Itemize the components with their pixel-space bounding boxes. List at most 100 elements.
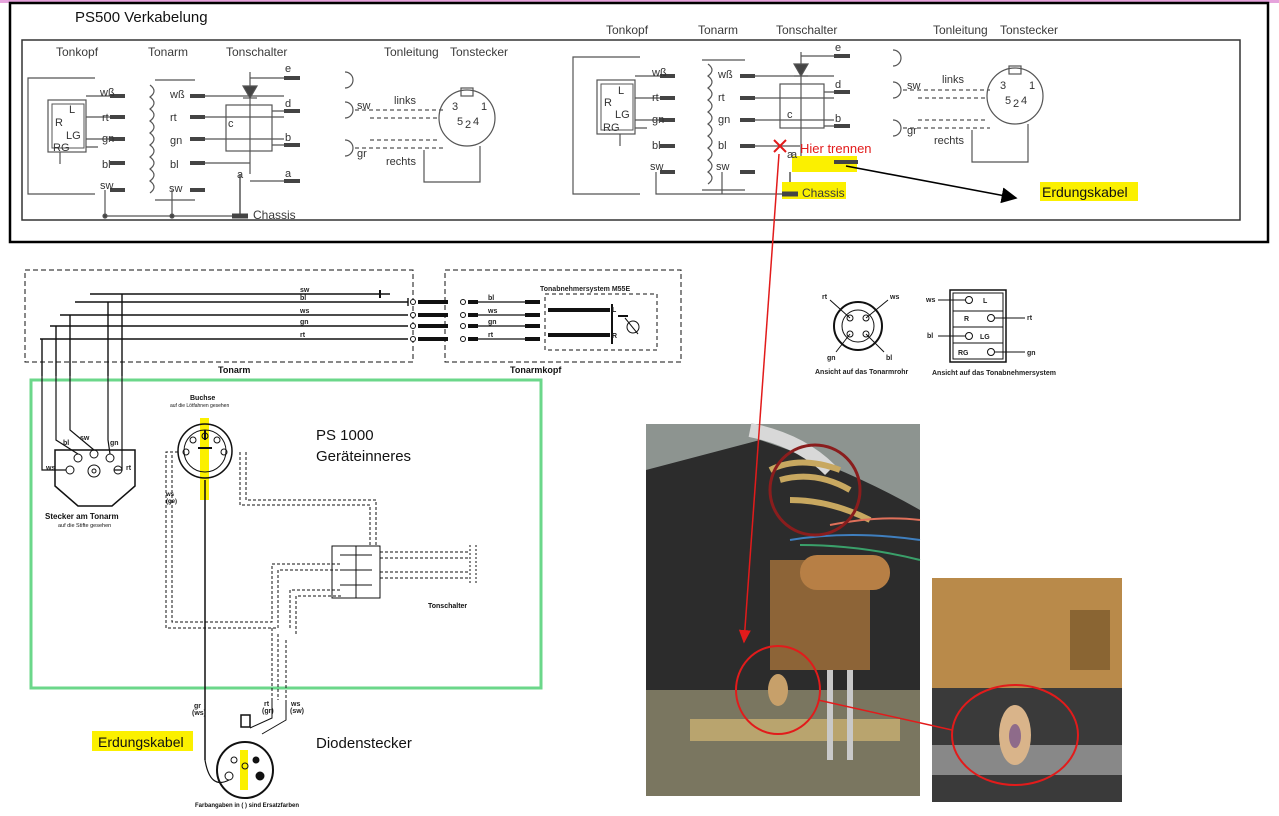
cut-annotation: Hier trennen xyxy=(800,141,872,156)
tube-leads xyxy=(829,299,889,353)
stylus-line xyxy=(624,317,639,335)
switch-terminal-c: c xyxy=(787,109,793,121)
head-wire-label-bl: bl xyxy=(488,295,494,302)
line-jacks xyxy=(344,71,354,157)
line-label-links: links xyxy=(394,95,417,107)
system-wire-ws: ws xyxy=(925,297,935,304)
line-wires xyxy=(903,89,990,129)
top-panel-frame xyxy=(8,1,1270,244)
system-leads xyxy=(938,299,1025,353)
photo-base xyxy=(646,690,920,796)
switch-terminal-a-inner: a xyxy=(237,169,244,181)
arm-wire-gn-right: gn xyxy=(170,135,182,147)
arm-wire-stubs xyxy=(660,74,755,174)
arm-plug-center-pin xyxy=(91,468,97,474)
arm-wire-sw: sw xyxy=(100,180,114,192)
switch-terminal-a: a xyxy=(787,149,794,161)
ground-label-highlight xyxy=(92,731,193,751)
junction-dot xyxy=(102,213,108,219)
head-wire-label-gn: gn xyxy=(488,319,497,326)
system-pin-l xyxy=(965,296,973,304)
plug-pin-4: 4 xyxy=(1021,95,1027,107)
switch-body xyxy=(779,83,825,129)
socket-caption-sub: auf die Lötfahnen gesehen xyxy=(170,403,229,409)
din-plug xyxy=(438,89,496,147)
arm-wire-ws: wß xyxy=(651,67,667,79)
arm-wire-label-gn: gn xyxy=(300,319,309,326)
diode-plug-label: Diodenstecker xyxy=(316,735,412,752)
system-label-lg: LG xyxy=(980,334,990,341)
tonschalter-label: Tonschalter xyxy=(428,603,467,610)
header-tonschalter: Tonschalter xyxy=(776,23,837,37)
photo-solder-lug xyxy=(768,674,788,706)
ground-path xyxy=(104,190,240,217)
coil-stubs xyxy=(611,304,628,344)
photo-wire-blue xyxy=(789,534,921,541)
header-tonkopf: Tonkopf xyxy=(56,45,99,59)
top-accent-line xyxy=(0,0,1279,3)
plug-pin-1: 1 xyxy=(481,101,487,113)
ps1000-subtitle: Geräteinneres xyxy=(316,448,411,465)
diode-plug-pin xyxy=(255,771,265,781)
system-wire-gn: gn xyxy=(1027,350,1036,357)
switch-terminal-a-right: a xyxy=(791,149,798,161)
top-inner-frame xyxy=(21,39,1241,221)
head-cartridge-inner xyxy=(600,83,634,131)
switch-terminal-leads xyxy=(801,55,834,163)
wire-label-ws-alt: (ws) xyxy=(192,710,206,717)
plug-pin-5: 5 xyxy=(457,116,463,128)
ps1000-title: PS 1000 xyxy=(316,427,374,444)
arm-plug-rt: rt xyxy=(126,465,132,472)
socket-outer xyxy=(177,423,233,479)
ps1000-cables xyxy=(165,451,477,760)
arm-wire-ws-right: wß xyxy=(169,89,185,101)
cartridge-box xyxy=(544,293,658,351)
line-label-gr: gr xyxy=(907,125,917,137)
pin xyxy=(410,312,416,318)
socket-wire-label-alt: (ge) xyxy=(166,499,177,505)
head-cartridge-inner xyxy=(51,103,85,149)
system-label-rg: RG xyxy=(958,350,969,357)
cut-marker xyxy=(773,139,787,153)
plug-pin-2: 2 xyxy=(1013,98,1019,110)
plug-pin-3: 3 xyxy=(452,101,458,113)
socket-highlight xyxy=(200,418,209,500)
photo-zoom-clip xyxy=(1070,610,1110,670)
diode-plug-highlight xyxy=(240,750,248,790)
header-tonstecker: Tonstecker xyxy=(450,45,508,59)
arm-wiring-diagram: sw bl ws gn rt bl ws gn rt L R Tonabnehm… xyxy=(24,269,682,376)
arm-wire-rt-right: rt xyxy=(718,92,725,104)
chassis-label: Chassis xyxy=(802,186,845,200)
arm-plug-center xyxy=(87,464,101,478)
arm-plug: ws bl sw gn rt Stecker am Tonarm auf die… xyxy=(41,376,136,529)
system-label-r: R xyxy=(964,316,969,323)
line-label-sw: sw xyxy=(357,100,371,112)
ground-annotation: Erdungskabel xyxy=(1042,184,1128,200)
din-plug-key xyxy=(460,87,474,97)
arm-plug-ws: ws xyxy=(45,465,55,472)
photo-zoom-link xyxy=(817,699,953,731)
tonarm-bars xyxy=(155,79,195,201)
pin xyxy=(460,323,466,329)
switch-terminal-b: b xyxy=(835,113,841,125)
diode-plug-pin xyxy=(252,756,260,764)
top-panel-title: PS500 Verkabelung xyxy=(75,9,208,26)
arm-wire-bl-right: bl xyxy=(718,140,727,152)
photo-zoom-oxide xyxy=(1009,724,1021,748)
coil-label-r: R xyxy=(612,333,617,340)
tube-label-bl: bl xyxy=(886,355,892,362)
arm-plug-caption: Stecker am Tonarm xyxy=(45,512,119,521)
tube-view-inner xyxy=(841,309,875,343)
system-wire-rt: rt xyxy=(1027,315,1033,322)
wire-label-rt: rt xyxy=(264,701,270,708)
diode-plug xyxy=(204,714,274,799)
plug-ground-loop xyxy=(423,146,481,183)
switch-terminal-c: c xyxy=(228,118,234,130)
socket-caption: Buchse xyxy=(190,395,215,402)
diode-plug-pin xyxy=(230,756,238,764)
arm-plug-sw: sw xyxy=(80,435,90,442)
diode-symbol xyxy=(241,85,259,100)
label-tonarmkopf: Tonarmkopf xyxy=(510,365,562,375)
diode-plug-leads xyxy=(249,700,287,735)
wire-label-sw-alt: (sw) xyxy=(290,708,304,715)
